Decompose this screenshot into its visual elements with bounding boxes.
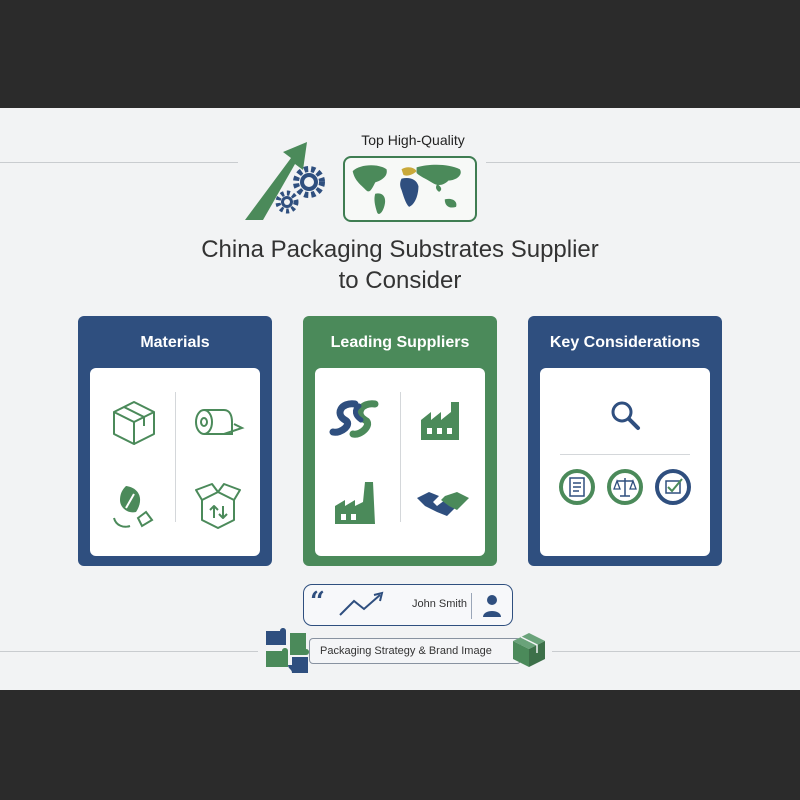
factory-icon xyxy=(421,402,459,440)
factory-chimney-icon xyxy=(335,482,375,524)
checkbox-icon xyxy=(655,469,691,505)
strategy-pill: Packaging Strategy & Brand Image xyxy=(309,638,521,664)
magnifier-icon xyxy=(611,401,640,430)
checklist-icon xyxy=(559,469,595,505)
page-title: China Packaging Substrates Supplier to C… xyxy=(150,234,650,296)
trend-up-icon xyxy=(339,591,384,616)
paper-roll-icon xyxy=(195,409,245,435)
quote-icon: “ xyxy=(310,587,325,617)
scales-icon xyxy=(607,469,643,505)
testimonial-pill: “ John Smith xyxy=(303,584,513,626)
card-panel xyxy=(315,368,485,556)
top-label: Top High-Quality xyxy=(361,132,465,148)
growth-gears-icon xyxy=(245,142,325,220)
title-line-1: China Packaging Substrates Supplier xyxy=(201,236,599,263)
key-considerations-card: Key Considerations xyxy=(528,316,722,566)
panel-divider xyxy=(560,454,690,455)
card-title: Leading Suppliers xyxy=(330,334,470,351)
infographic-canvas: Top High-Quality China Packaging Substra… xyxy=(0,108,800,690)
divider-left-bottom xyxy=(0,651,258,652)
card-title: Materials xyxy=(140,334,210,351)
card-panel xyxy=(540,368,710,556)
testimonial-author: John Smith xyxy=(412,598,468,610)
world-map-icon xyxy=(343,156,477,222)
cardboard-box-icon xyxy=(113,401,155,445)
card-title: Key Considerations xyxy=(549,334,701,351)
materials-card: Materials xyxy=(78,316,272,566)
panel-divider xyxy=(400,392,401,522)
divider-left xyxy=(0,162,238,163)
leading-suppliers-card: Leading Suppliers xyxy=(303,316,497,566)
handshake-icon xyxy=(417,492,469,516)
strategy-label: Packaging Strategy & Brand Image xyxy=(320,645,492,657)
bottom-letterbox xyxy=(0,690,800,800)
title-line-2: to Consider xyxy=(338,267,462,294)
pill-divider xyxy=(471,593,472,619)
card-panel xyxy=(90,368,260,556)
divider-right xyxy=(486,162,800,163)
open-box-arrows-icon xyxy=(195,483,241,529)
divider-right-bottom xyxy=(552,651,800,652)
top-letterbox xyxy=(0,0,800,108)
puzzle-icon xyxy=(266,628,309,673)
panel-divider xyxy=(175,392,176,522)
leaf-recycle-icon xyxy=(113,486,154,528)
package-box-icon xyxy=(513,633,545,667)
person-icon xyxy=(483,595,501,617)
supplier-logo-icon xyxy=(329,400,379,438)
